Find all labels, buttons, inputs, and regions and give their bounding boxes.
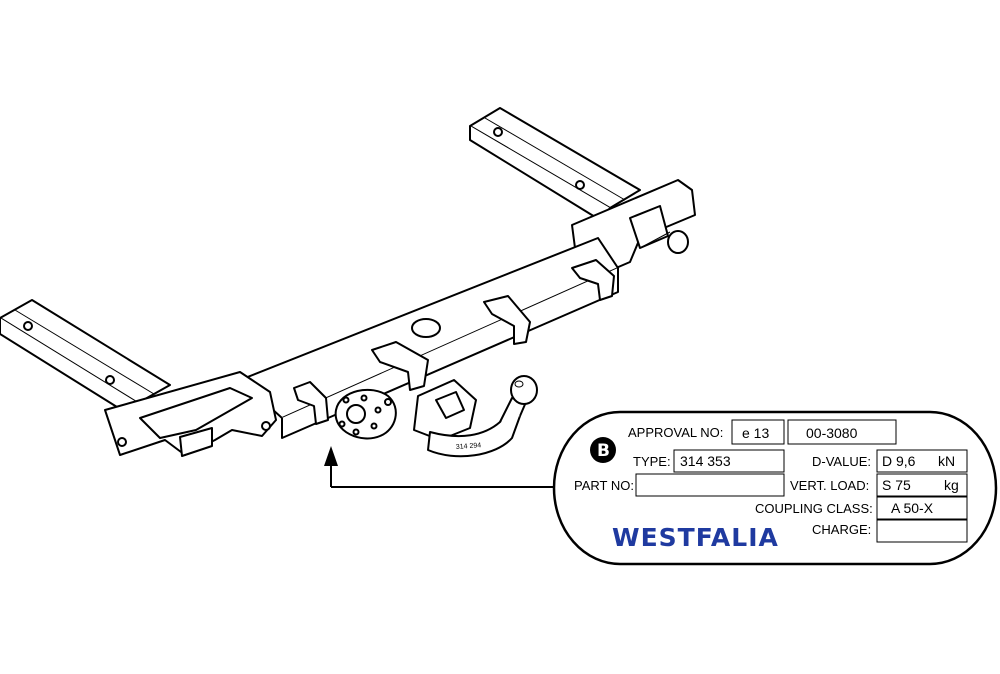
type-value: 314 353 [680,453,731,469]
badge-letter: B [597,441,610,461]
part-stamp: 314 294 [456,442,482,451]
towbar-illustration [0,107,696,458]
approval-number-value: 00-3080 [806,425,858,441]
d-value-box [876,449,968,473]
coupling-class-value: A 50-X [891,500,934,516]
right-mounting-rail [469,107,641,221]
pointer-arrow [324,446,560,488]
vert-load-unit: kg [944,477,959,493]
approval-country-value: e 13 [742,425,769,441]
d-value-label: D-VALUE: [812,454,871,469]
d-value-unit: kN [938,453,955,469]
vert-load-label: VERT. LOAD: [790,478,869,493]
coupling-class-box [876,496,968,520]
charge-box [876,519,968,543]
coupling-class-label: COUPLING CLASS: [755,501,873,516]
part-no-label: PART NO: [574,478,634,493]
type-label: TYPE: [633,454,671,469]
vert-load-value: S 75 [882,477,911,493]
type-approval-badge [590,437,616,463]
left-bracket [104,371,277,457]
beam-clips [293,259,615,425]
ball-neck [413,375,538,458]
approval-number-box [787,419,897,445]
westfalia-logo: WESTFALIA [612,523,779,552]
vert-load-box [876,473,968,497]
charge-label: CHARGE: [812,522,871,537]
left-mounting-rail [0,299,171,413]
approval-country-box [731,419,785,445]
d-value: D 9,6 [882,453,916,469]
approval-label: APPROVAL NO: [628,425,723,440]
part-no-box [635,473,785,497]
type-box [673,449,785,473]
socket-plate [334,388,397,440]
identification-plate: B APPROVAL NO: e 13 00-3080 TYPE: 314 35… [552,410,998,566]
